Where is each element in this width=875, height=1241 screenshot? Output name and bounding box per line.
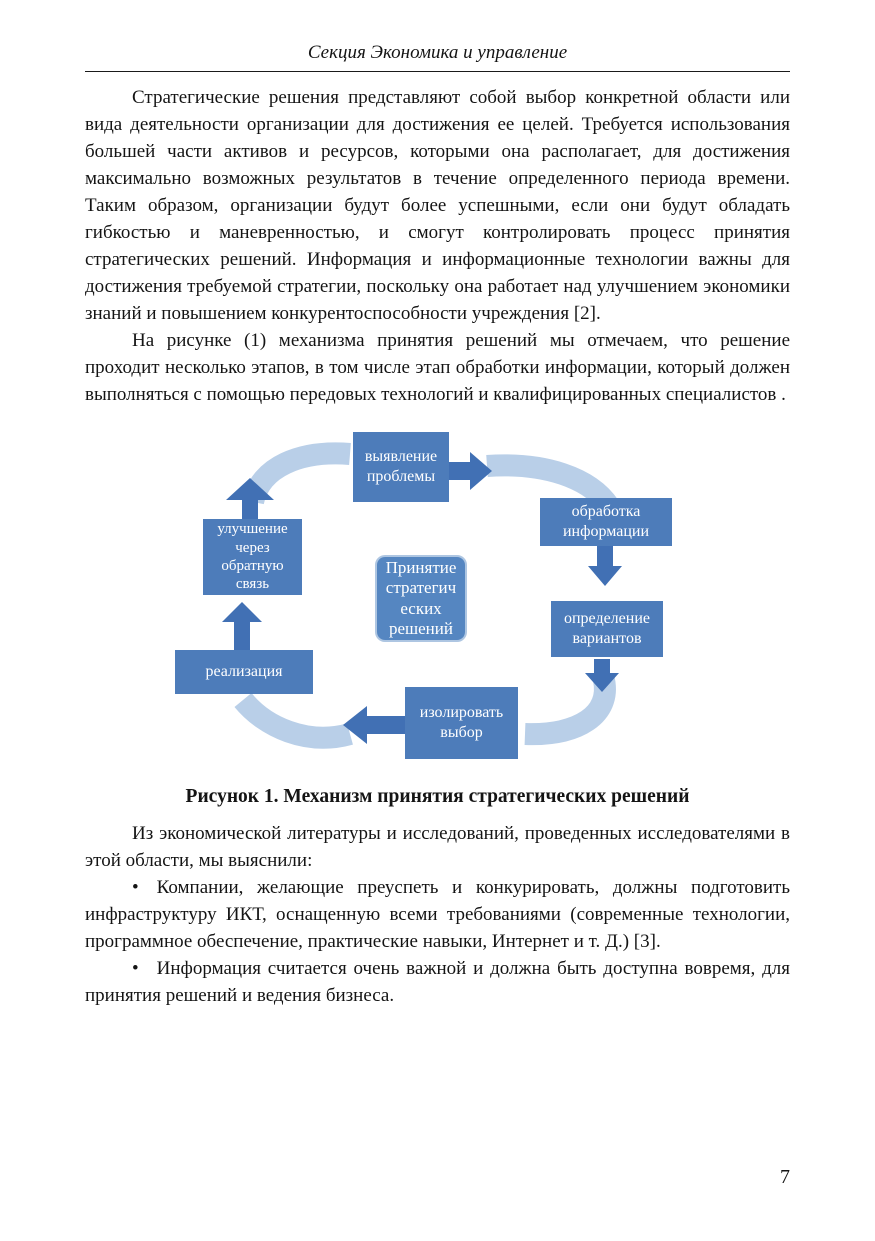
bullet-text: Информация считается очень важной и долж… <box>85 958 790 1006</box>
node-identify-problem: выявление проблемы <box>353 432 449 502</box>
arrow-options-to-isolate-icon <box>585 659 619 692</box>
bullet-text: Компании, желающие преуспеть и конкуриро… <box>85 877 790 952</box>
arrow-isolate-to-implement-icon <box>343 706 405 744</box>
node-information-processing: обработка информации <box>540 498 672 546</box>
bullet-item-information: •Информация считается очень важной и дол… <box>85 955 790 1009</box>
section-header: Секция Экономика и управление <box>85 42 790 72</box>
arrow-processing-to-options-icon <box>588 544 622 586</box>
page-number: 7 <box>780 1166 790 1188</box>
cycle-arc-bottom-left <box>234 692 353 749</box>
bullet-glyph: • <box>132 958 139 979</box>
node-feedback-improvement: улучшение через обратную связь <box>203 519 302 595</box>
bullet-glyph: • <box>132 877 139 898</box>
bullet-item-ict: •Компании, желающие преуспеть и конкурир… <box>85 874 790 955</box>
arrow-identify-to-processing-icon <box>448 452 492 490</box>
arrow-feedback-to-identify-icon <box>226 478 274 521</box>
node-define-options: определение вариантов <box>551 601 663 657</box>
node-implementation: реализация <box>175 650 313 694</box>
cycle-graphics <box>222 442 622 749</box>
figure-decision-cycle: выявление проблемы обработка информации … <box>85 422 790 770</box>
cycle-arc-top-right <box>486 454 619 513</box>
paragraph-strategic-decisions: Стратегические решения представляют собо… <box>85 87 790 324</box>
cycle-arc-bottom-right <box>524 677 616 746</box>
paragraph-findings-intro: Из экономической литературы и исследован… <box>85 823 790 871</box>
paragraph-figure-intro: На рисунке (1) механизма принятия решени… <box>85 330 790 405</box>
node-center-strategic-decisions: Принятие стратегич еских решений <box>375 555 467 642</box>
node-isolate-choice: изолировать выбор <box>405 687 518 759</box>
figure-caption: Рисунок 1. Механизм принятия стратегичес… <box>185 786 690 807</box>
arrow-implement-to-feedback-icon <box>222 602 262 651</box>
